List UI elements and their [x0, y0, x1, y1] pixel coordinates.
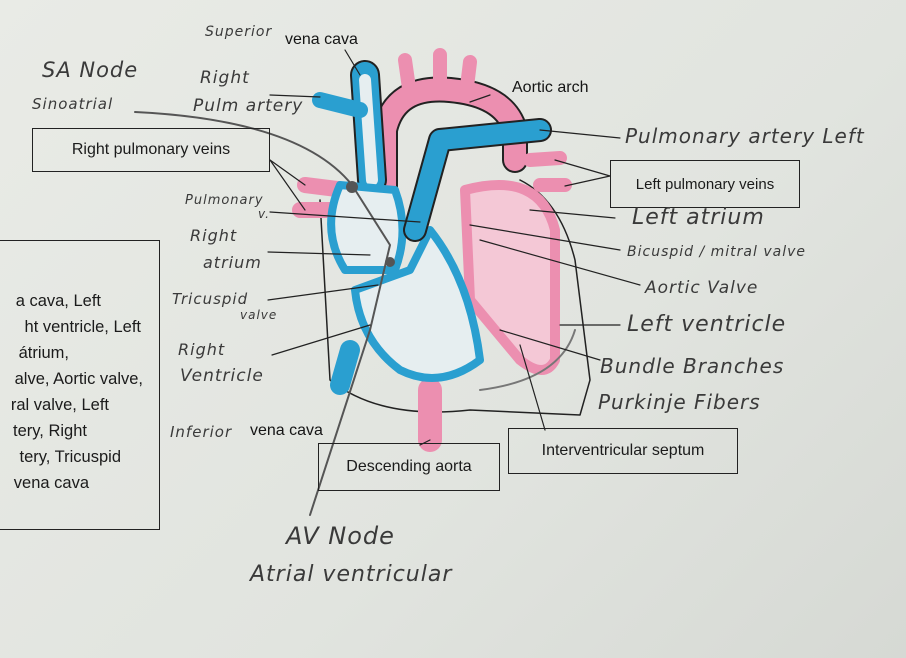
word-bank-line: vena cava [13, 474, 89, 492]
label-right-pulm-1: Right [200, 68, 250, 88]
label-pulmonary-v-1: Pulmonary [185, 193, 264, 208]
word-bank-line: ht ventricle, Left [24, 318, 141, 336]
label-interventricular-septum: Interventricular septum [508, 428, 738, 474]
word-bank: a cava, Left ht ventricle, Left átrium, … [0, 240, 160, 530]
label-right-ventricle-1: Right [178, 340, 226, 359]
label-tricuspid-2: valve [240, 308, 278, 322]
label-av-node: AV Node [286, 522, 395, 550]
label-descending-aorta: Descending aorta [318, 443, 500, 491]
label-superior-hand: Superior [205, 24, 273, 40]
left-ventricle [460, 180, 560, 375]
label-left-atrium: Left atrium [632, 205, 765, 230]
label-bundle-branches: Bundle Branches [600, 354, 785, 378]
label-right-atrium-1: Right [190, 226, 238, 245]
label-inferior-hand: Inferior [170, 423, 233, 441]
label-left-ventricle: Left ventricle [627, 312, 787, 337]
label-sinoatrial: Sinoatrial [32, 95, 114, 113]
right-ventricle [351, 226, 484, 382]
label-atrial-ventricular: Atrial ventricular [250, 562, 453, 587]
word-bank-line: ral valve, Left [10, 396, 109, 414]
label-right-ventricle-2: Ventricle [180, 366, 264, 386]
label-right-pulm-2: Pulm artery [193, 96, 304, 116]
label-pulmonary-v-2: v. [258, 207, 270, 221]
label-tricuspid-1: Tricuspid [172, 290, 249, 308]
right-atrium [327, 181, 407, 274]
label-superior-print: vena cava [285, 31, 358, 48]
label-inferior-print: vena cava [250, 422, 323, 439]
label-left-pulmonary-veins: Left pulmonary veins [610, 160, 800, 208]
label-right-pulmonary-veins: Right pulmonary veins [32, 128, 270, 172]
label-sa-node: SA Node [42, 58, 139, 82]
label-pulmonary-artery-left: Pulmonary artery Left [625, 124, 865, 148]
word-bank-line: tery, Tricuspid [19, 448, 121, 466]
inferior-vena-cava [330, 340, 360, 395]
label-aortic-arch: Aortic arch [512, 79, 589, 96]
label-aortic-valve: Aortic Valve [645, 278, 759, 298]
word-bank-line: átrium, [18, 344, 69, 362]
word-bank-line: a cava, Left [15, 292, 101, 310]
label-bicuspid: Bicuspid / mitral valve [627, 244, 806, 260]
word-bank-line: tery, Right [13, 422, 87, 440]
label-right-atrium-2: atrium [203, 253, 262, 272]
label-purkinje: Purkinje Fibers [598, 390, 761, 414]
word-bank-line: alve, Aortic valve, [14, 370, 143, 388]
